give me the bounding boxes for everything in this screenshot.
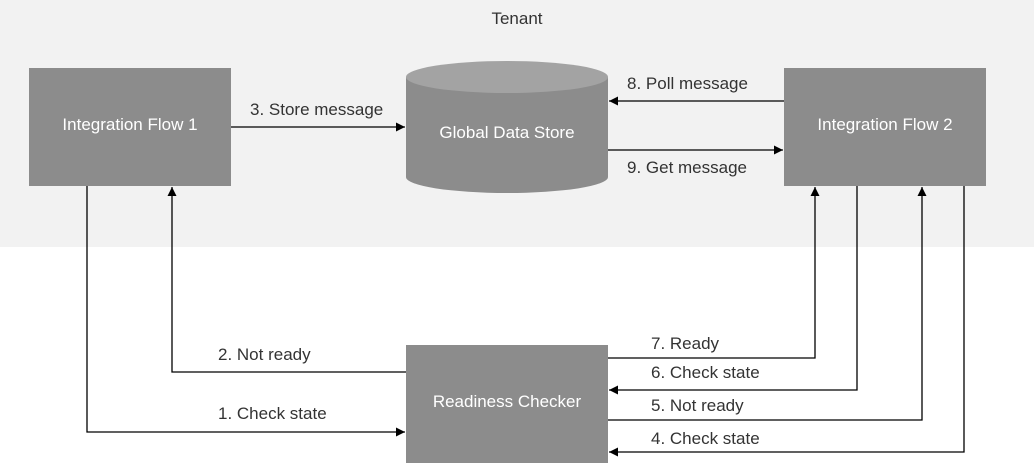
edge-4-check-state: [609, 186, 965, 457]
edge-2-not-ready: [167, 187, 406, 373]
cylinder-top: [406, 61, 608, 93]
edge-6-label: 6. Check state: [651, 363, 760, 382]
edge-3-label: 3. Store message: [250, 100, 383, 119]
global-data-store-cylinder: [406, 61, 608, 193]
global-data-store-label: Global Data Store: [439, 123, 574, 142]
integration-flow-1-box: [29, 68, 231, 186]
edge-1-label: 1. Check state: [218, 404, 327, 423]
edge-8-label: 8. Poll message: [627, 74, 748, 93]
edge-6-check-state: [609, 186, 858, 395]
edge-4-label: 4. Check state: [651, 429, 760, 448]
edge-9-label: 9. Get message: [627, 158, 747, 177]
edge-5-not-ready: [608, 187, 927, 421]
edge-5-label: 5. Not ready: [651, 396, 744, 415]
tenant-label: Tenant: [491, 9, 542, 28]
readiness-checker-label: Readiness Checker: [433, 392, 582, 411]
edge-1-check-state: [86, 186, 405, 437]
readiness-checker-box: [406, 345, 608, 463]
edge-7-ready: [608, 187, 820, 359]
cylinder-body: [406, 77, 608, 193]
integration-flow-2-label: Integration Flow 2: [817, 115, 952, 134]
edge-2-label: 2. Not ready: [218, 345, 311, 364]
integration-flow-2-box: [784, 68, 986, 186]
integration-flow-1-label: Integration Flow 1: [62, 115, 197, 134]
edge-7-label: 7. Ready: [651, 334, 720, 353]
